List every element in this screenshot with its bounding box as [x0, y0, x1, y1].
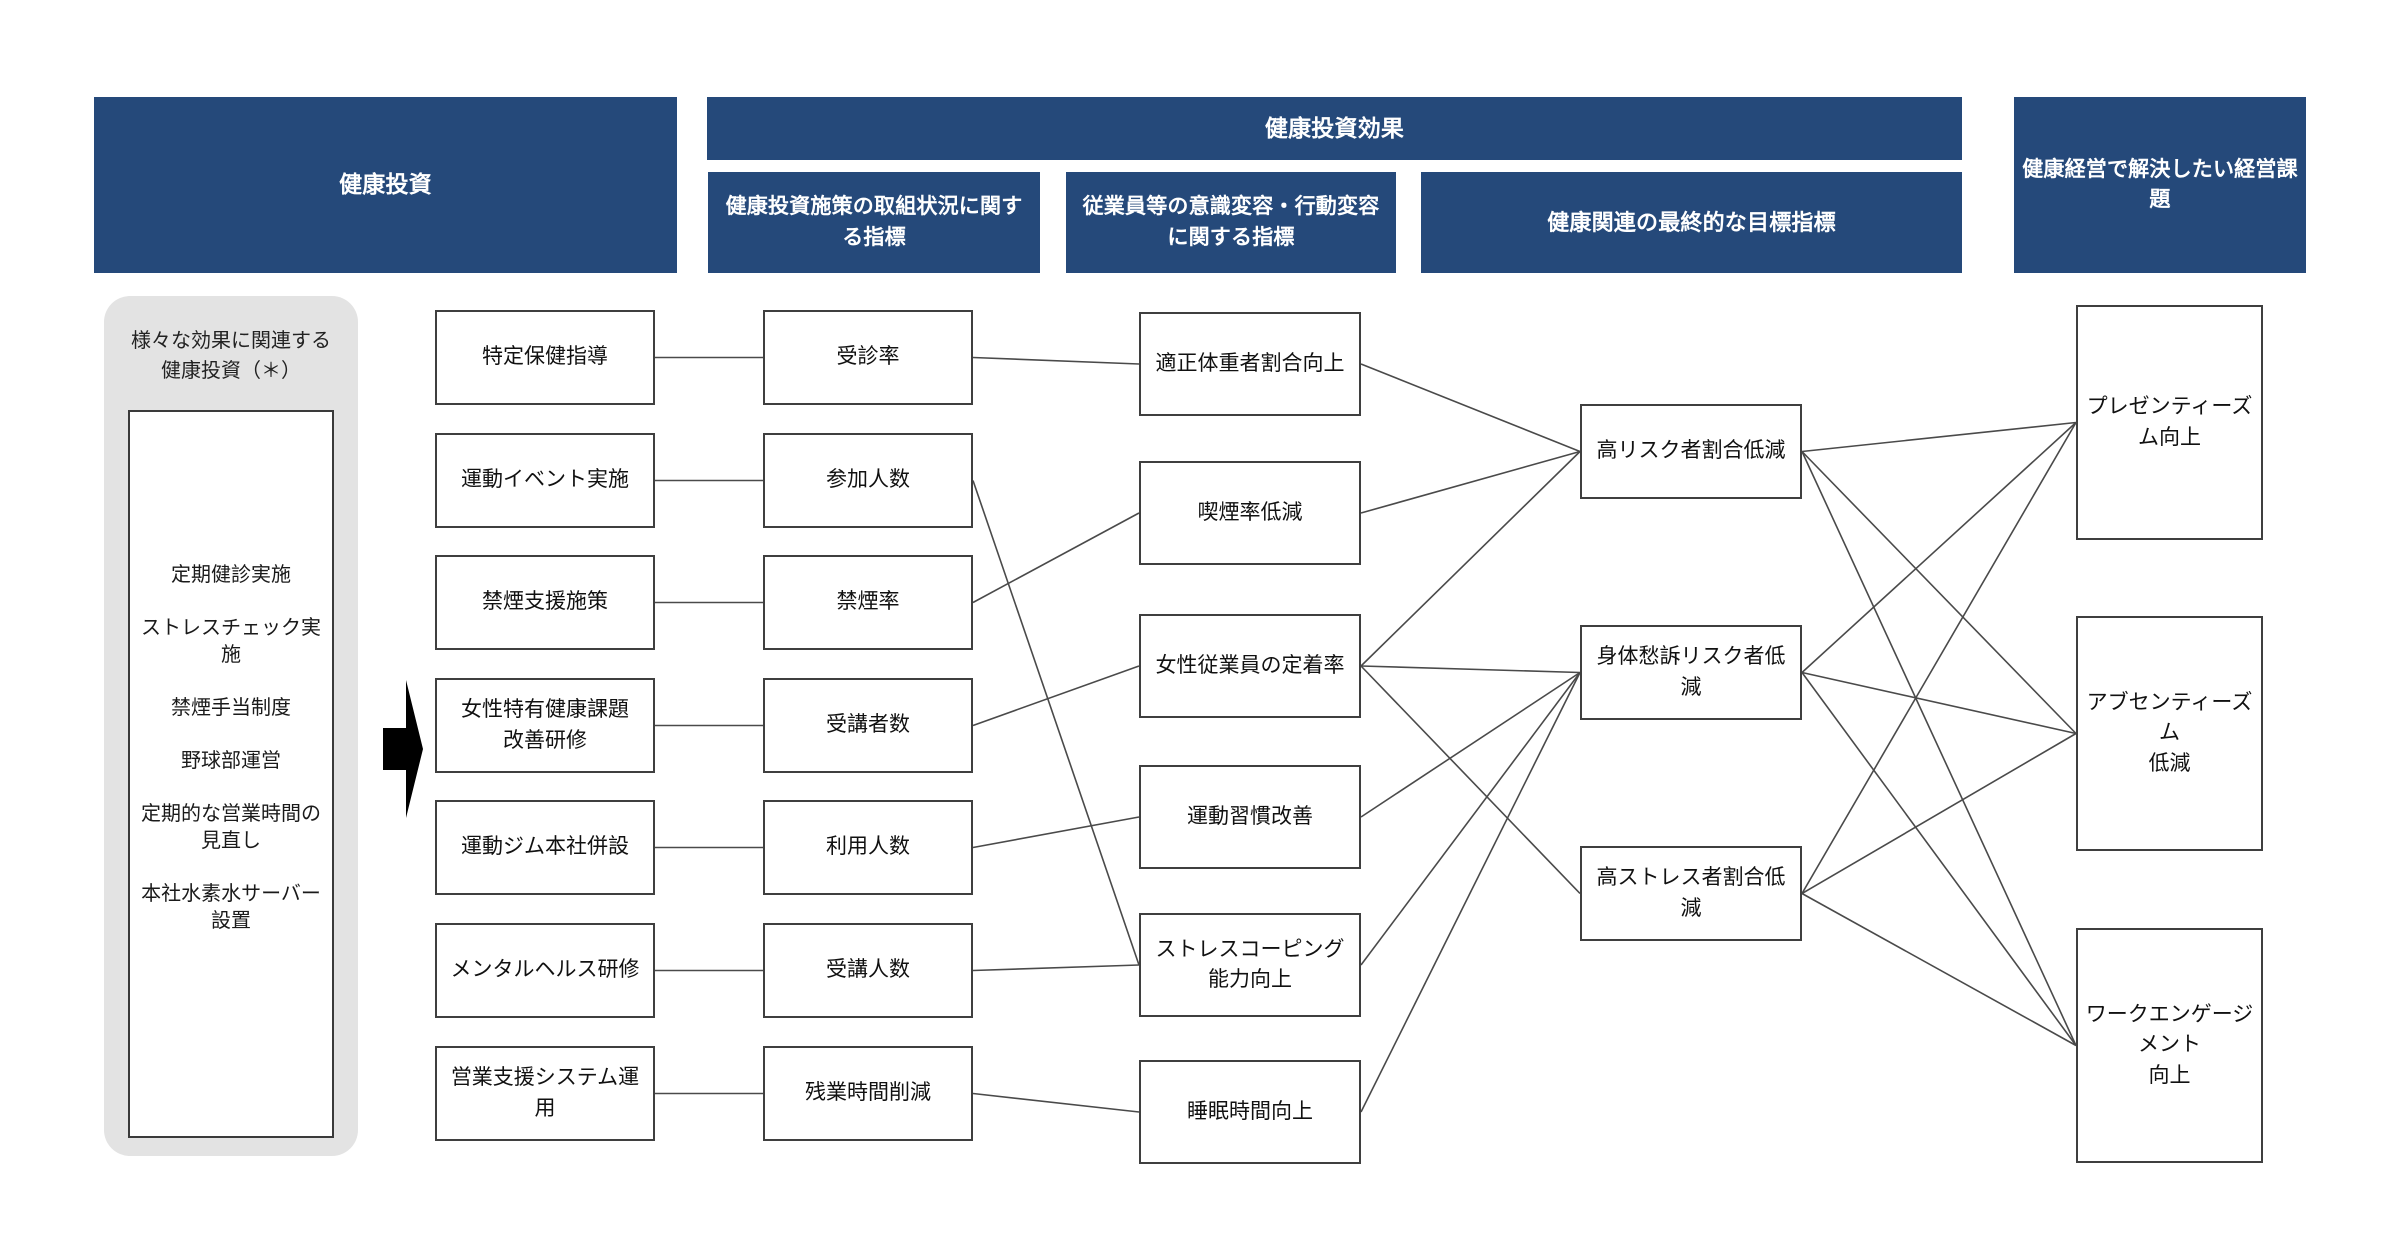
- node-mgmt1[interactable]: プレゼンティーズム向上: [2076, 305, 2263, 540]
- node-inv6[interactable]: メンタルヘルス研修: [435, 923, 655, 1018]
- panel-title-line-2: 健康投資（＊）: [161, 360, 301, 382]
- node-inv5[interactable]: 運動ジム本社併設: [435, 800, 655, 895]
- node-inv1[interactable]: 特定保健指導: [435, 310, 655, 405]
- header-policy-status-indicator: 健康投資施策の取組状況に関する指標: [708, 172, 1040, 273]
- investment-list-item: 定期健診実施: [170, 564, 291, 586]
- node-beh1[interactable]: 適正体重者割合向上: [1139, 312, 1361, 416]
- node-inv2[interactable]: 運動イベント実施: [435, 433, 655, 528]
- link-goal1-to-mgmt3: [1801, 451, 2077, 1046]
- panel-title-line-1: 様々な効果に関連する: [131, 330, 331, 352]
- link-goal2-to-mgmt2: [1801, 671, 2077, 735]
- right-arrow-icon: [383, 680, 423, 818]
- investment-list-item: 野球部運営: [180, 750, 281, 772]
- node-mgmt2[interactable]: アブセンティーズム 低減: [2076, 616, 2263, 851]
- link-beh3-to-goal3: [1360, 665, 1581, 895]
- header-health-investment: 健康投資: [94, 97, 677, 273]
- link-act2-to-beh5: [972, 480, 1140, 966]
- node-inv3[interactable]: 禁煙支援施策: [435, 555, 655, 650]
- header-management-issue: 健康経営で解決したい経営課題: [2014, 97, 2306, 273]
- node-act7[interactable]: 残業時間削減: [763, 1046, 973, 1141]
- node-act5[interactable]: 利用人数: [763, 800, 973, 895]
- header-health-investment-effect: 健康投資効果: [707, 97, 1962, 160]
- link-goal1-to-mgmt1: [1801, 421, 2077, 453]
- link-act3-to-beh2: [972, 512, 1140, 604]
- related-investment-panel-title: 様々な効果に関連する 健康投資（＊）: [110, 326, 352, 386]
- header-final-health-goal-indicator: 健康関連の最終的な目標指標: [1421, 172, 1962, 273]
- link-goal3-to-mgmt3: [1801, 892, 2077, 1047]
- node-mgmt3[interactable]: ワークエンゲージメント 向上: [2076, 928, 2263, 1163]
- node-goal3[interactable]: 高ストレス者割合低減: [1580, 846, 1802, 941]
- node-inv4[interactable]: 女性特有健康課題 改善研修: [435, 678, 655, 773]
- node-beh6[interactable]: 睡眠時間向上: [1139, 1060, 1361, 1164]
- node-act1[interactable]: 受診率: [763, 310, 973, 405]
- link-goal2-to-mgmt1: [1801, 421, 2077, 674]
- link-act4-to-beh3: [972, 665, 1140, 727]
- node-act3[interactable]: 禁煙率: [763, 555, 973, 650]
- link-beh4-to-goal2: [1360, 671, 1581, 818]
- related-investment-list: 定期健診実施ストレスチェック実施禁煙手当制度野球部運営定期的な営業時間の見直し本…: [128, 562, 334, 935]
- link-beh3-to-goal2: [1360, 665, 1581, 674]
- investment-list-item: 定期的な営業時間の見直し: [140, 803, 321, 852]
- link-goal3-to-mgmt1: [1801, 422, 2077, 894]
- investment-list-item: ストレスチェック実施: [140, 617, 321, 666]
- node-beh4[interactable]: 運動習慣改善: [1139, 765, 1361, 869]
- link-beh5-to-goal2: [1360, 672, 1581, 966]
- investment-list-item: 本社水素水サーバー設置: [141, 883, 321, 932]
- link-act7-to-beh6: [972, 1092, 1140, 1113]
- link-act6-to-beh5: [972, 964, 1140, 972]
- node-beh3[interactable]: 女性従業員の定着率: [1139, 614, 1361, 718]
- header-awareness-behavior-indicator: 従業員等の意識変容・行動変容に関する指標: [1066, 172, 1396, 273]
- node-beh5[interactable]: ストレスコーピング 能力向上: [1139, 913, 1361, 1017]
- link-goal3-to-mgmt2: [1801, 732, 2077, 895]
- node-act2[interactable]: 参加人数: [763, 433, 973, 528]
- link-beh2-to-goal1: [1360, 450, 1581, 514]
- link-act5-to-beh4: [972, 816, 1140, 849]
- node-inv7[interactable]: 営業支援システム運用: [435, 1046, 655, 1141]
- investment-list-item: 禁煙手当制度: [170, 697, 291, 719]
- link-goal2-to-mgmt3: [1801, 672, 2077, 1046]
- node-goal1[interactable]: 高リスク者割合低減: [1580, 404, 1802, 499]
- link-goal1-to-mgmt2: [1801, 450, 2077, 735]
- node-act6[interactable]: 受講人数: [763, 923, 973, 1018]
- node-beh2[interactable]: 喫煙率低減: [1139, 461, 1361, 565]
- link-beh1-to-goal1: [1360, 363, 1581, 453]
- related-investment-box: [128, 410, 334, 1138]
- node-goal2[interactable]: 身体愁訴リスク者低減: [1580, 625, 1802, 720]
- link-beh3-to-goal1: [1360, 450, 1581, 667]
- link-beh6-to-goal2: [1360, 672, 1581, 1113]
- node-act4[interactable]: 受講者数: [763, 678, 973, 773]
- link-act1-to-beh1: [972, 356, 1140, 365]
